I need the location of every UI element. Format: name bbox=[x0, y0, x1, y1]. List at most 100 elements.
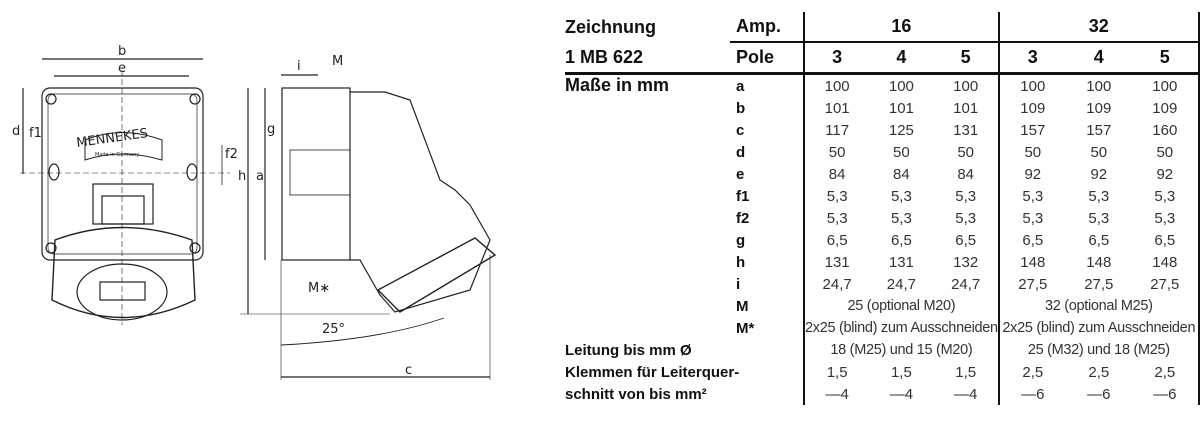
amp-32: 32 bbox=[997, 12, 1200, 42]
table-row-leitung: Leitung bis mm Ø 18 (M25) und 15 (M20) 2… bbox=[565, 339, 1200, 361]
cell: 18 (M25) und 15 (M20) bbox=[803, 339, 999, 361]
dim-label-e: e bbox=[118, 61, 126, 76]
cell: 25 (M32) und 18 (M25) bbox=[997, 339, 1200, 361]
cell: 6,5 bbox=[1088, 231, 1110, 249]
cell: 1,5 bbox=[802, 361, 870, 383]
cell: 101 bbox=[888, 99, 914, 117]
cell: 5,3 bbox=[997, 207, 1066, 229]
cell: 50 bbox=[1090, 143, 1108, 161]
row-key: d bbox=[736, 143, 746, 161]
cell: 84 bbox=[957, 165, 975, 183]
cell: 6,5 bbox=[802, 229, 870, 251]
row-key: M* bbox=[736, 319, 755, 337]
cell: 84 bbox=[893, 165, 910, 183]
cell: 157 bbox=[997, 119, 1066, 141]
cell: 148 bbox=[1086, 253, 1112, 271]
cell: 101 bbox=[953, 99, 979, 117]
cell: 109 bbox=[1131, 97, 1200, 119]
dim-label-angle: 25° bbox=[322, 322, 345, 337]
cell: 5,3 bbox=[955, 187, 977, 205]
row-key: c bbox=[736, 121, 745, 139]
dim-label-f2: f2 bbox=[225, 147, 238, 162]
dim-label-i: i bbox=[297, 59, 301, 74]
drawing-label: Zeichnung bbox=[565, 16, 656, 37]
cell: 100 bbox=[1131, 73, 1200, 97]
cell: 2,5 bbox=[997, 361, 1066, 383]
cell: 50 bbox=[957, 143, 975, 161]
dim-label-b: b bbox=[118, 44, 126, 59]
dimension-table: Zeichnung Amp. 16 32 1 MB 622 Pole 3 4 5… bbox=[565, 12, 1200, 405]
cell: 109 bbox=[1086, 99, 1112, 117]
cell: 27,5 bbox=[997, 273, 1066, 295]
cell: 32 (optional M25) bbox=[997, 295, 1200, 317]
row-key: b bbox=[736, 99, 746, 117]
cell: 131 bbox=[953, 121, 979, 139]
pole: 3 bbox=[802, 41, 870, 75]
cell: 50 bbox=[997, 141, 1066, 163]
cell: 6,5 bbox=[997, 229, 1066, 251]
cell: 2x25 (blind) zum Ausschneiden bbox=[803, 317, 999, 339]
row-key: h bbox=[736, 253, 746, 271]
cell: 2,5 bbox=[1131, 361, 1200, 383]
cell: 5,3 bbox=[802, 207, 870, 229]
cell: 6,5 bbox=[890, 231, 912, 249]
cell: 27,5 bbox=[1131, 273, 1200, 295]
row-key: g bbox=[736, 231, 746, 249]
cell: 5,3 bbox=[997, 185, 1066, 207]
pole: 4 bbox=[869, 41, 934, 75]
cell: 100 bbox=[997, 73, 1066, 97]
amp-label: Amp. bbox=[736, 16, 781, 36]
side-housing bbox=[281, 87, 351, 261]
cell: 117 bbox=[802, 119, 870, 141]
dims-label: Maße in mm bbox=[565, 75, 670, 95]
row-key: M bbox=[736, 297, 749, 315]
cell: —6 bbox=[997, 383, 1066, 405]
cell: 92 bbox=[1131, 163, 1200, 185]
cell: —4 bbox=[802, 383, 870, 405]
cell: 131 bbox=[888, 253, 914, 271]
cell: 157 bbox=[1086, 121, 1112, 139]
cell: 100 bbox=[888, 77, 914, 95]
cell: 25 (optional M20) bbox=[803, 295, 999, 317]
cell: —4 bbox=[954, 385, 978, 403]
cell: 2x25 (blind) zum Ausschneiden bbox=[997, 317, 1200, 339]
cell: 5,3 bbox=[955, 209, 977, 227]
dim-label-M: M bbox=[332, 54, 343, 69]
cell: 100 bbox=[953, 77, 979, 95]
amp-16: 16 bbox=[803, 12, 999, 42]
brand-subtitle: Made in Germany bbox=[95, 152, 139, 158]
row-label: schnitt von bis mm² bbox=[565, 385, 707, 403]
cell: 5,3 bbox=[1088, 209, 1110, 227]
cell: 109 bbox=[997, 97, 1066, 119]
cell: 5,3 bbox=[802, 185, 870, 207]
cell: 27,5 bbox=[1084, 275, 1114, 293]
cell: 100 bbox=[1086, 77, 1112, 95]
row-key: f2 bbox=[736, 209, 750, 227]
dim-label-g: g bbox=[267, 122, 275, 137]
cell: —6 bbox=[1131, 383, 1200, 405]
technical-drawing: MENNEKES Made in Germany b e d f1 f2 h a… bbox=[12, 44, 497, 380]
dim-label-a: a bbox=[256, 169, 264, 184]
drawing-number: 1 MB 622 bbox=[565, 42, 730, 75]
cell: 1,5 bbox=[890, 363, 912, 381]
cell: 2,5 bbox=[1088, 363, 1110, 381]
row-key: e bbox=[736, 165, 745, 183]
row-label: Leitung bis mm Ø bbox=[565, 341, 692, 359]
pole: 5 bbox=[933, 41, 999, 75]
cell: 100 bbox=[802, 73, 870, 97]
cell: 5,3 bbox=[1088, 187, 1110, 205]
dim-label-c: c bbox=[405, 363, 412, 378]
table-row-M: M 25 (optional M20) 32 (optional M25) bbox=[565, 295, 1200, 317]
cell: 6,5 bbox=[1131, 229, 1200, 251]
row-key: f1 bbox=[736, 187, 750, 205]
cell: —4 bbox=[889, 385, 914, 403]
pole: 3 bbox=[997, 41, 1066, 75]
row-key: i bbox=[736, 275, 741, 293]
brand-logo: MENNEKES bbox=[75, 126, 148, 151]
cell: 50 bbox=[802, 141, 870, 163]
